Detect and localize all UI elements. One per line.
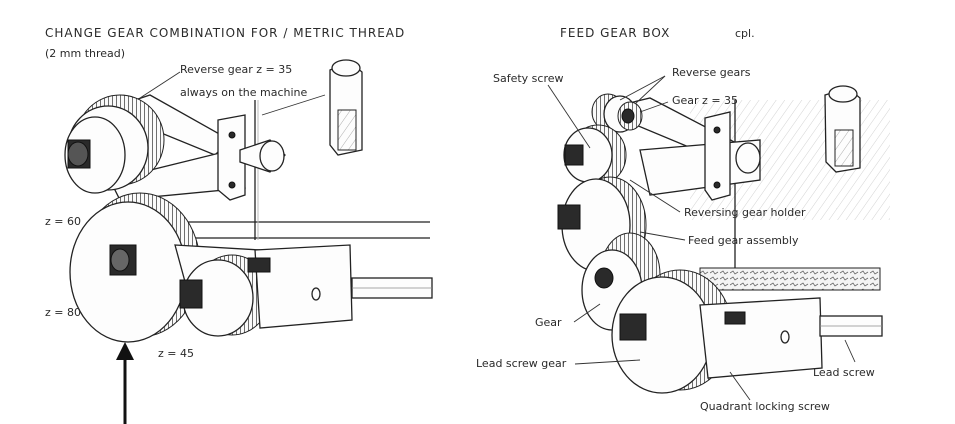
label-reverse-gear-z35: Reverse gear z = 35 [180, 63, 292, 76]
label-quadrant-locking-screw: Quadrant locking screw [700, 400, 830, 413]
label-gear: Gear [535, 316, 562, 329]
label-z45: z = 45 [158, 347, 194, 360]
label-lead-screw: Lead screw [813, 366, 875, 379]
left-figure: CHANGE GEAR COMBINATION FOR / METRIC THR… [45, 26, 433, 424]
label-feed-gear-assembly: Feed gear assembly [688, 234, 799, 247]
label-always-on-machine: always on the machine [180, 86, 308, 99]
left-figure-subtitle: (2 mm thread) [45, 47, 125, 60]
right-figure-title-suffix: cpl. [735, 27, 755, 40]
label-reversing-gear-holder: Reversing gear holder [684, 206, 806, 219]
right-figure: FEED GEAR BOX cpl. [476, 26, 890, 413]
right-figure-title: FEED GEAR BOX [560, 26, 670, 40]
label-lead-screw-gear: Lead screw gear [476, 357, 567, 370]
label-safety-screw: Safety screw [493, 72, 564, 85]
label-gear-z35: Gear z = 35 [672, 94, 738, 107]
label-z60: z = 60 [45, 215, 81, 228]
label-z80: z = 80 [45, 306, 81, 319]
left-figure-title: CHANGE GEAR COMBINATION FOR / METRIC THR… [45, 26, 405, 40]
label-reverse-gears: Reverse gears [672, 66, 751, 79]
